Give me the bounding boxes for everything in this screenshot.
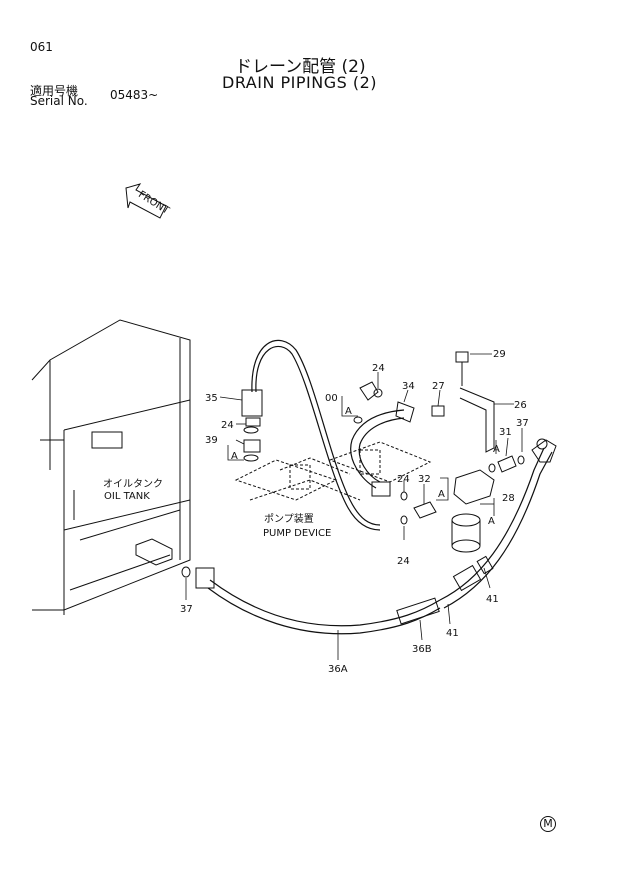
manufacturer-mark: M <box>540 816 556 832</box>
oil-tank-label-japanese: オイルタンク <box>103 478 163 490</box>
callout-a: A <box>493 444 500 455</box>
callout-24: 24 <box>397 474 410 485</box>
front-arrow-icon <box>125 183 167 219</box>
hose-36a <box>181 566 441 635</box>
callout-41: 41 <box>486 594 499 605</box>
callout-39: 39 <box>205 435 218 446</box>
callout-26: 26 <box>514 400 527 411</box>
callout-36b: 36B <box>412 644 432 655</box>
pump-device-label: PUMP DEVICE <box>263 528 331 539</box>
oil-tank <box>31 319 191 615</box>
callout-a: A <box>345 406 352 417</box>
callout-a: A <box>231 451 238 462</box>
callout-a: A <box>488 516 495 527</box>
callout-35: 35 <box>205 393 218 404</box>
serial-value: 05483~ <box>110 88 159 102</box>
page-title: DRAIN PIPINGS (2) <box>222 73 378 92</box>
hose-35 <box>241 339 381 531</box>
callout-28: 28 <box>502 493 515 504</box>
callout-36a: 36A <box>328 664 348 675</box>
page-number: 061 <box>30 40 53 54</box>
callout-37: 37 <box>516 418 529 429</box>
callout-24: 24 <box>372 363 385 374</box>
fitting-32 <box>400 491 437 525</box>
hose-36b <box>396 438 557 625</box>
leader-lines <box>185 353 523 660</box>
callout-a: A <box>438 489 445 500</box>
pump-device-label-japanese: ポンプ装置 <box>264 512 314 525</box>
callout-29: 29 <box>493 349 506 360</box>
callout-24: 24 <box>221 420 234 431</box>
callout-41: 41 <box>446 628 459 639</box>
oil-tank-label: OIL TANK <box>104 491 150 502</box>
callout-00: 00 <box>325 393 338 404</box>
bracket-26 <box>431 351 495 453</box>
page-title-japanese: ドレーン配管 (2) <box>235 57 366 77</box>
callout-31: 31 <box>499 427 512 438</box>
hose-34 <box>350 381 415 497</box>
callout-27: 27 <box>432 381 445 392</box>
serial-label: Serial No. <box>30 94 88 108</box>
fitting-31 <box>488 455 525 473</box>
callout-24: 24 <box>397 556 410 567</box>
filter-28 <box>451 469 495 553</box>
serial-label-japanese: 適用号機 <box>30 84 79 98</box>
callout-37: 37 <box>180 604 193 615</box>
callout-34: 34 <box>402 381 415 392</box>
callout-32: 32 <box>418 474 431 485</box>
